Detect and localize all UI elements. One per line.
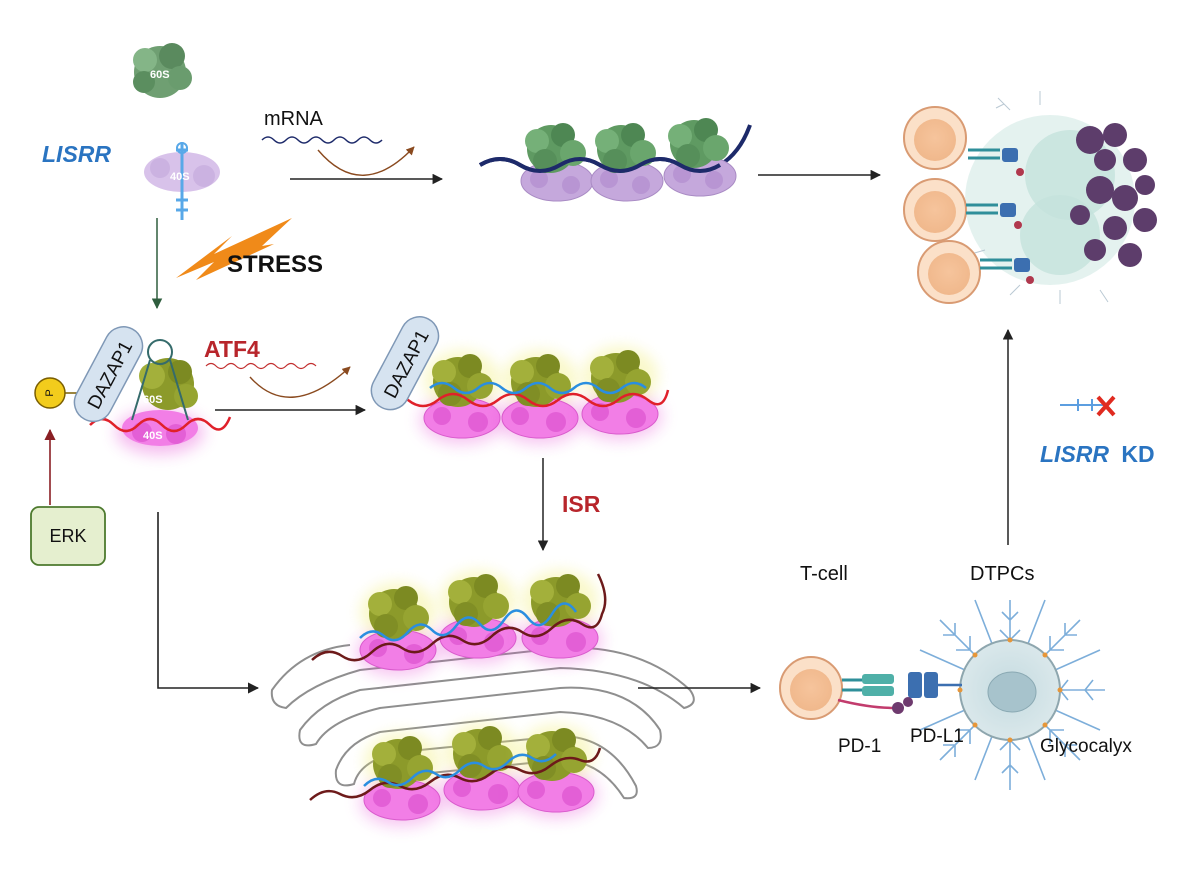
pd1-pdl1-interaction — [837, 672, 962, 714]
stress-label: STRESS — [227, 251, 323, 278]
tcell-tumor-killing — [903, 91, 1157, 304]
mrna-label: mRNA — [264, 108, 324, 130]
label-40s-mid: 40S — [143, 430, 163, 442]
pdl1-label: PD-L1 — [910, 726, 964, 747]
phospho-label: P — [44, 389, 56, 396]
atf4-mrna-strand — [205, 362, 317, 370]
free-60s-subunit: 60S — [133, 43, 192, 98]
erk-box — [30, 506, 106, 566]
label-60s-top: 60S — [150, 69, 170, 81]
dazap1-protein: DAZAP1 — [73, 326, 144, 423]
t-cell — [779, 656, 843, 720]
mrna-strand — [261, 136, 383, 144]
t-cell-label: T-cell — [800, 563, 848, 585]
label-60s-mid: 60S — [143, 394, 163, 406]
lisrr-kd-icon — [1060, 395, 1116, 417]
normal-polysome — [478, 117, 752, 202]
label-40s-top: 40S — [170, 171, 190, 183]
er-bound-ribosomes-bottom — [309, 722, 602, 826]
lisrr-kd-label: LISRR KD — [1040, 441, 1155, 467]
dazap1-60s-40s-complex: 60S 40S — [89, 339, 232, 454]
lisrr-label: LISRR — [42, 141, 111, 167]
isr-label: ISR — [562, 491, 601, 517]
atf4-curve-arrow — [249, 366, 351, 398]
lisrr-40s-complex: 40S — [144, 142, 220, 220]
arrow-to-er — [157, 512, 260, 694]
atf4-polysome — [377, 346, 670, 444]
lightning-icon — [176, 218, 292, 280]
glycocalyx-label: Glycocalyx — [1040, 736, 1132, 757]
dtpcs-label: DTPCs — [970, 563, 1034, 585]
atf4-label: ATF4 — [204, 336, 260, 362]
dtpc-cell — [919, 599, 1105, 790]
mrna-curve-arrow — [317, 146, 415, 176]
erk-label: ERK — [49, 526, 86, 546]
pd1-label: PD-1 — [838, 736, 881, 757]
er-bound-ribosomes-top — [311, 570, 607, 676]
